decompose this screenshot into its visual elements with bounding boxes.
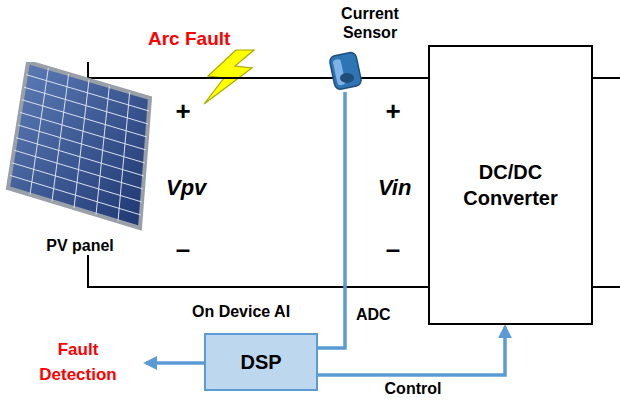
node-label: PV panel xyxy=(43,236,117,255)
output-label: Fault Detection xyxy=(23,337,133,387)
sensor-icon xyxy=(322,42,402,92)
fault-arrow xyxy=(146,361,204,365)
current-sensor: Current Sensor xyxy=(322,0,418,92)
node-label: DC/DC Converter xyxy=(446,159,576,211)
polarity-sign: + xyxy=(175,96,190,127)
circuit-wire xyxy=(88,62,428,78)
edge-label: Control xyxy=(385,380,442,398)
control-line xyxy=(318,327,505,375)
polarity-sign: + xyxy=(385,96,400,127)
output-wire xyxy=(593,286,620,288)
edge-label: ADC xyxy=(356,306,391,324)
pv-panel: PV panel xyxy=(0,62,160,255)
signal-line xyxy=(318,92,345,348)
circuit-wire xyxy=(88,255,428,287)
node-label: Current Sensor xyxy=(322,0,418,42)
voltage-label: Vpv xyxy=(166,175,206,201)
dsp-box: DSP xyxy=(204,333,318,391)
fault-label: Arc Fault xyxy=(148,28,230,50)
cell-grid xyxy=(10,175,141,215)
output-wire xyxy=(593,77,620,79)
block-caption: On Device AI xyxy=(192,303,290,321)
voltage-label: Vin xyxy=(378,175,411,201)
polarity-sign: – xyxy=(176,234,190,265)
polarity-sign: – xyxy=(386,234,400,265)
converter-box: DC/DC Converter xyxy=(428,45,593,325)
solar-panel-illustration xyxy=(0,62,160,234)
panel-frame xyxy=(8,62,150,228)
node-label: DSP xyxy=(240,349,281,375)
